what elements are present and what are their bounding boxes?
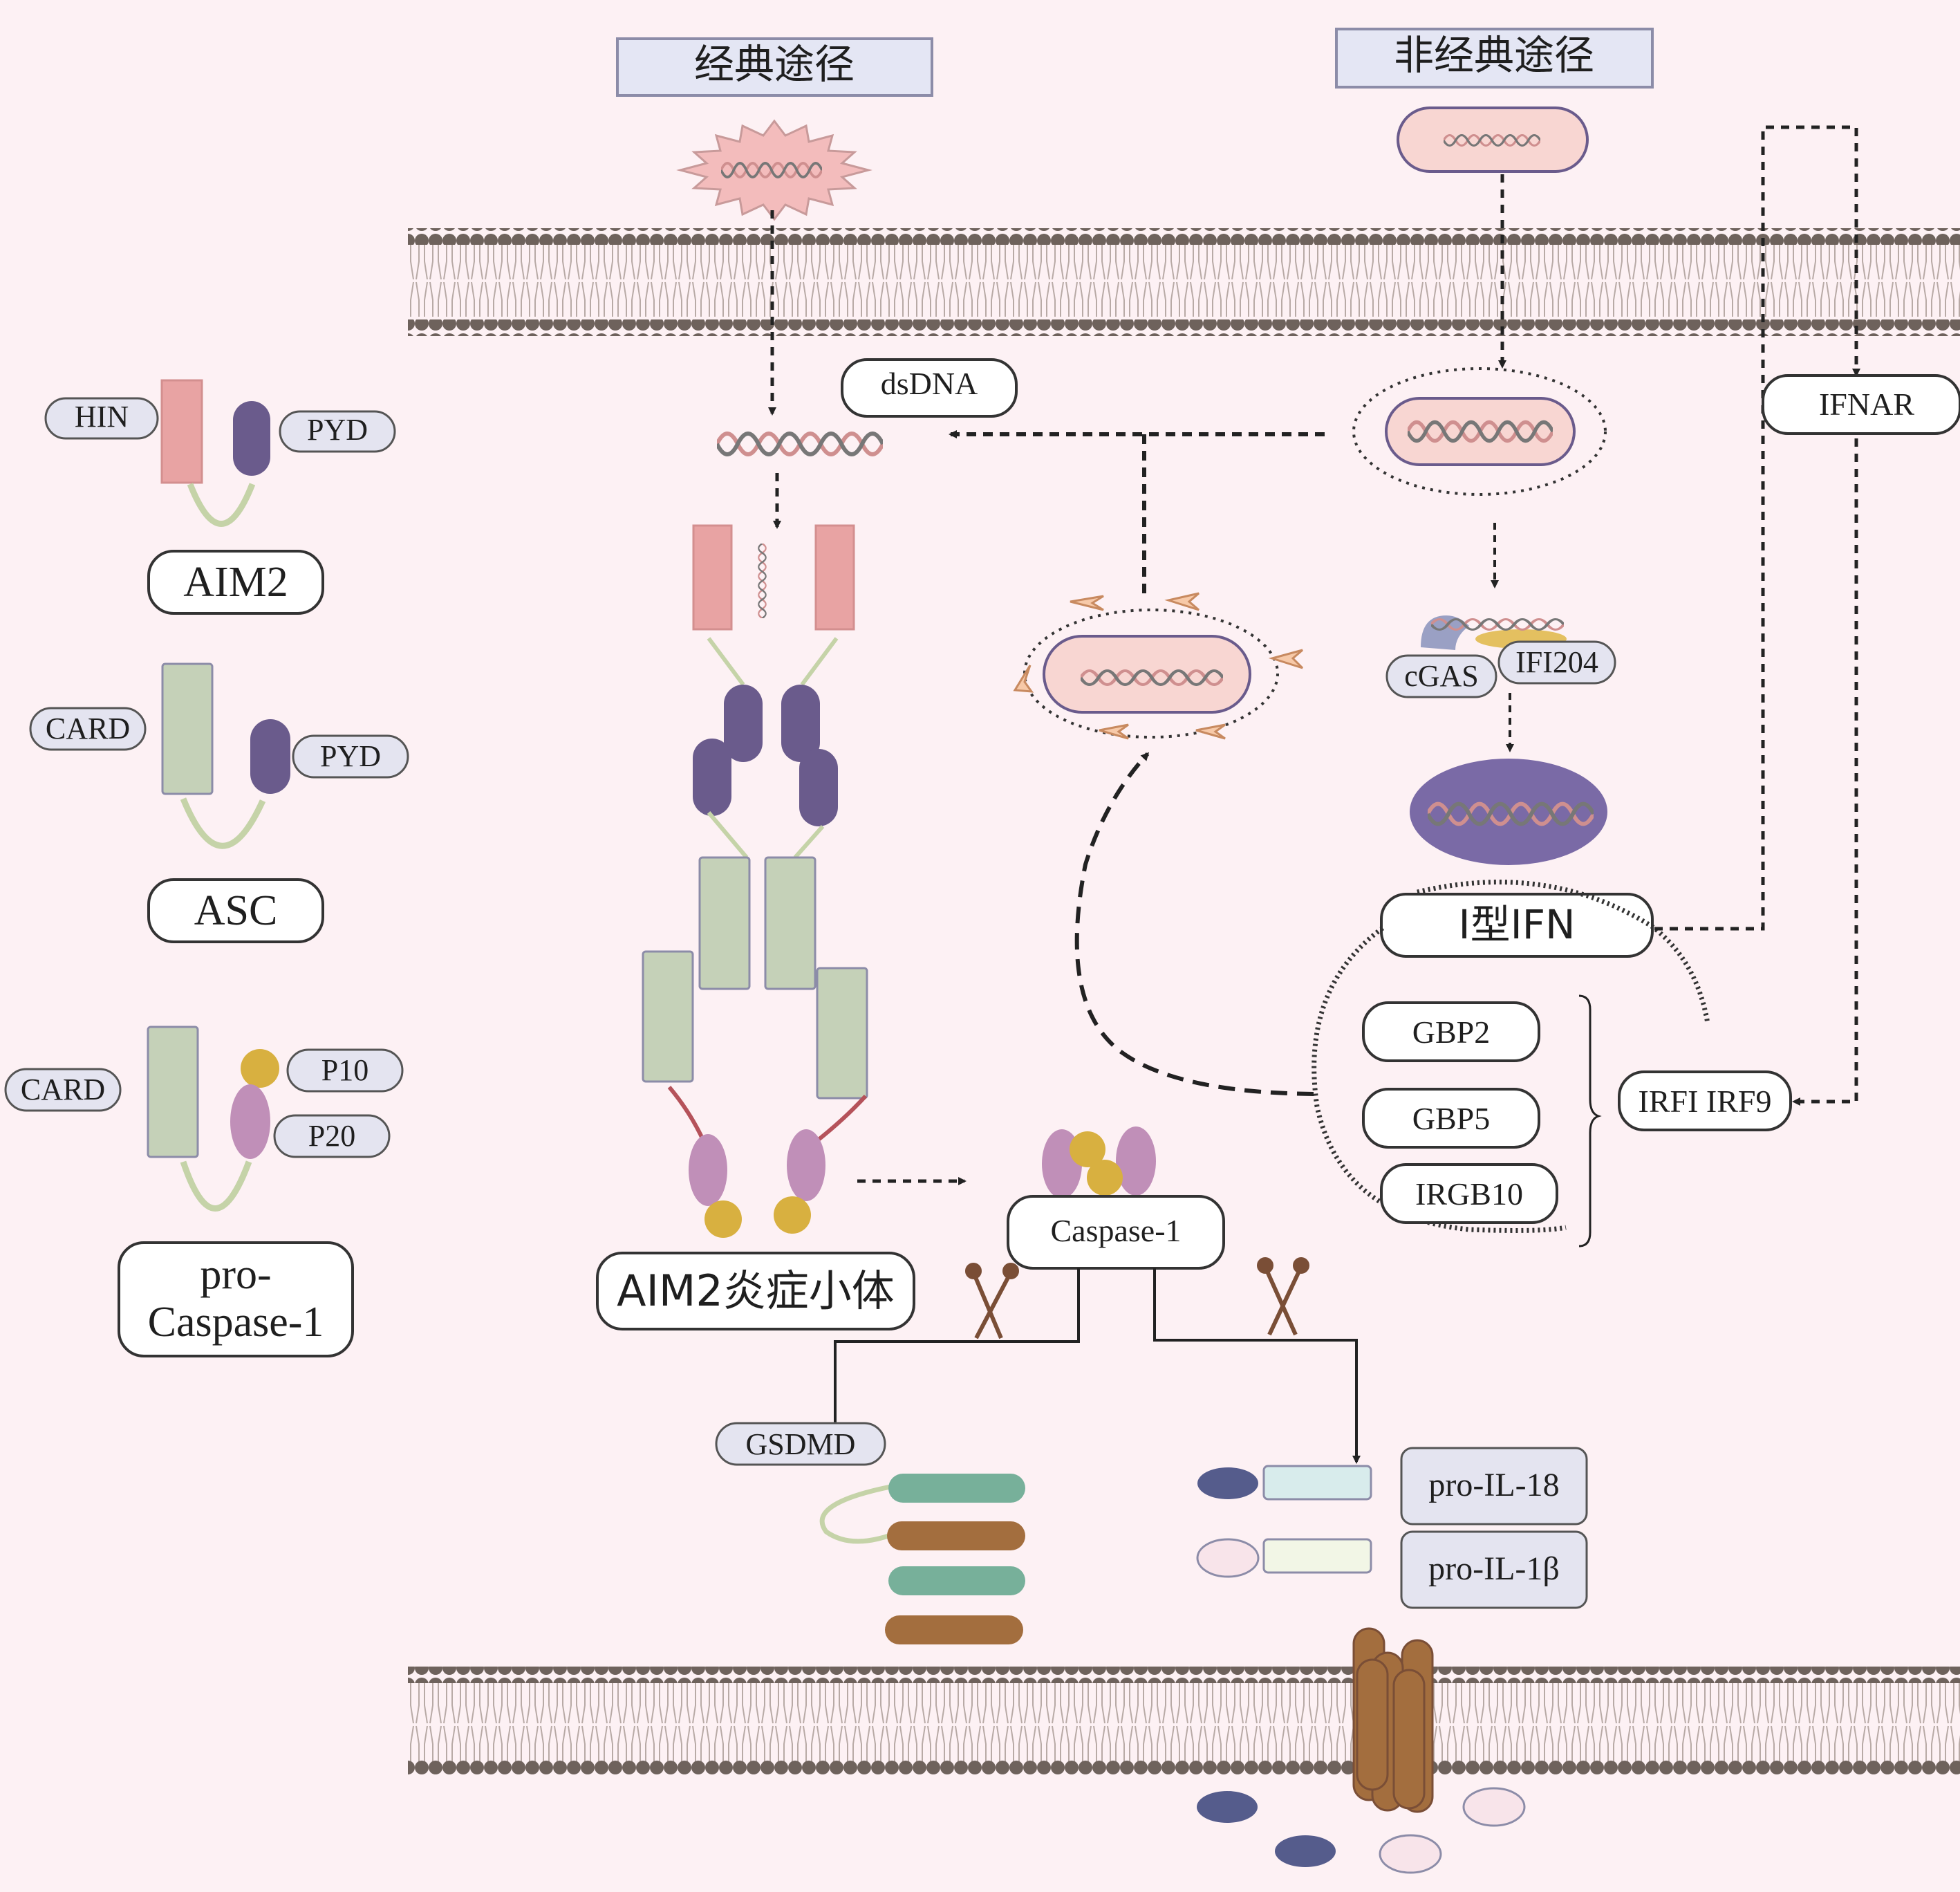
cgas-label: cGAS [1404, 659, 1479, 693]
caspase1-active [1042, 1126, 1156, 1198]
p20-domain [230, 1084, 270, 1159]
lysing-bacterium [1013, 592, 1304, 740]
irf-label: IRFI IRF9 [1639, 1084, 1772, 1119]
noncanonical-title: 非经典途径 [1335, 28, 1654, 89]
caspase1-label: Caspase-1 [1050, 1213, 1181, 1248]
pro-il1b-label: pro-IL-1β [1428, 1550, 1560, 1587]
procasp-label-line1: pro- [200, 1251, 271, 1298]
gbp-bracket [1578, 994, 1602, 1248]
canonical-title: 经典途径 [616, 37, 933, 97]
nucleus [1410, 759, 1607, 865]
gsdmd-fragments [819, 1474, 1025, 1644]
card-domain [161, 662, 214, 795]
pro-il18-label: pro-IL-18 [1428, 1467, 1559, 1503]
scissors-icon [1257, 1257, 1309, 1336]
p10-label: P10 [321, 1053, 368, 1087]
pro-il1b-molecule [1196, 1538, 1372, 1578]
irgb10-label: IRGB10 [1415, 1176, 1523, 1212]
pyd-domain [250, 719, 290, 794]
legend-asc: CARD PYD ASC [29, 662, 409, 943]
hin-domain [160, 379, 203, 484]
ifi204-label: IFI204 [1515, 645, 1598, 679]
pyd-label: PYD [307, 413, 368, 447]
legend-procaspase: CARD P10 P20 pro- Caspase-1 [4, 1026, 404, 1357]
dsdna-helix [717, 434, 883, 454]
bacterium-outside [1397, 106, 1589, 173]
ifn-label: Ⅰ型IFN [1459, 901, 1576, 948]
svg-text:非经典途径: 非经典途径 [1394, 32, 1594, 79]
svg-text:经典途径: 经典途径 [694, 41, 855, 88]
pathogen-star [676, 119, 872, 221]
bacterium-vacuole [1352, 367, 1607, 496]
top-membrane [408, 228, 1960, 336]
gbp5-label: GBP5 [1412, 1101, 1490, 1136]
pro-il18-molecule [1197, 1465, 1372, 1501]
scissors-icon [965, 1263, 1019, 1339]
pyd-label: PYD [320, 739, 381, 773]
pyd-domain [233, 401, 270, 476]
asc-label: ASC [194, 887, 278, 934]
gsdmd-pore [1352, 1627, 1434, 1813]
hin-label: HIN [75, 400, 129, 434]
procasp-label-line2: Caspase-1 [148, 1299, 324, 1346]
inflammasome-assembly [642, 524, 868, 1238]
bottom-membrane [408, 1667, 1960, 1777]
card-label: CARD [21, 1073, 105, 1106]
cleavage-connectors [834, 1268, 1361, 1464]
ifnar-label: IFNAR [1819, 387, 1914, 422]
p10-domain [241, 1049, 279, 1088]
legend-aim2: HIN PYD AIM2 [44, 379, 396, 615]
gbp2-label: GBP2 [1412, 1014, 1490, 1050]
aim2-label: AIM2 [183, 559, 288, 606]
card-label: CARD [46, 712, 130, 745]
dsdna-label: dsDNA [881, 366, 978, 401]
released-cytokines [1197, 1787, 1526, 1874]
card-domain [147, 1026, 199, 1158]
inflammasome-label: AIM2炎症小体 [617, 1265, 895, 1316]
gsdmd-label: GSDMD [746, 1427, 856, 1461]
p20-label: P20 [308, 1119, 355, 1153]
